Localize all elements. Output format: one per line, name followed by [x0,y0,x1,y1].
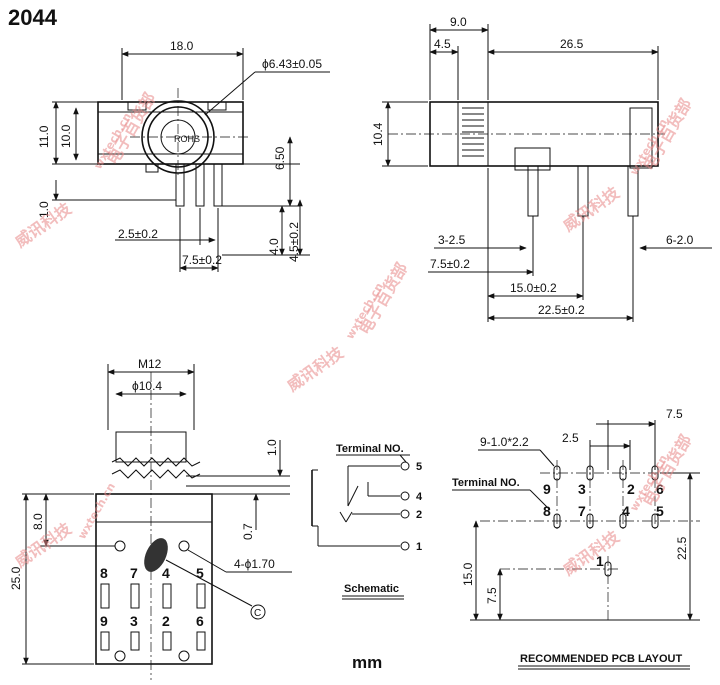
dim-side-9: 9.0 [450,15,467,29]
pcb-label-4: 4 [622,503,630,519]
front-pin-1 [175,163,185,207]
dim-thread: M12 [138,357,162,371]
bottom-terminal-2: 2 [162,613,170,629]
dim-pin-length-b: 4.5±0.2 [287,222,301,262]
dim-pin-pitch-b: 7.5±0.2 [182,253,222,267]
bottom-view: 8 7 4 5 9 3 2 6 M12 ϕ10.4 1.0 0.7 8.0 [9,357,292,680]
pcb-label-6: 6 [656,481,664,497]
dim-side-height: 10.4 [371,122,385,146]
schematic-terminal-2 [400,509,410,519]
watermark-layer: 威讯科技 wxtech.cn 电子百货部 威讯科技 wxtech.cn 电子百货… [11,89,695,579]
dim-side-26-5: 26.5 [560,37,584,51]
bottom-terminal-4: 4 [162,565,170,581]
mount-hole-3 [114,650,126,662]
bottom-body-outline [95,493,213,665]
schematic-label-1: 1 [416,541,422,553]
dim-mount-holes: 4-ϕ1.70 [234,557,275,571]
dim-side-22-5: 22.5±0.2 [538,303,585,317]
dim-side-7-5: 7.5±0.2 [430,257,470,271]
schematic-label-5: 5 [416,461,422,473]
schematic-label-4: 4 [416,491,423,503]
front-tab-right [207,101,227,111]
dim-side-4-5: 4.5 [434,37,451,51]
bottom-terminal-7: 7 [130,565,138,581]
pcb-label-5: 5 [656,503,664,519]
schematic-label-2: 2 [416,509,422,521]
pcb-dim-22-5: 22.5 [675,536,689,560]
dim-side-6-2-0: 6-2.0 [666,233,694,247]
schematic-terminal-4 [400,491,410,501]
bottom-terminal-6: 6 [196,613,204,629]
dim-bottom-diameter: ϕ10.4 [132,379,162,393]
dim-side-15: 15.0±0.2 [510,281,557,295]
front-tab-left [127,101,147,111]
side-view: 9.0 4.5 26.5 10.4 3-2.5 6-2.0 7.5±0.2 15… [371,15,712,322]
bottom-terminal-9: 9 [100,613,108,629]
pcb-caption: RECOMMENDED PCB LAYOUT [520,653,682,665]
dim-pin-length-a: 4.0 [267,238,281,255]
side-pin-1 [527,165,539,217]
dim-front-bottom-gap: 1.0 [37,201,51,218]
dim-front-height-outer: 11.0 [37,125,51,148]
pcb-label-2: 2 [627,481,635,497]
schematic-header: Terminal NO. [336,443,404,455]
pcb-layout: 7.5 2.5 9-1.0*2.2 Terminal NO. 9 3 2 6 8… [452,407,700,670]
schematic-terminal-5 [400,461,410,471]
pcb-label-3: 3 [578,481,586,497]
watermark-brand-5: 威讯科技 [559,526,623,579]
dim-bottom-25-0: 25.0 [9,566,23,590]
pcb-hole-spec: 9-1.0*2.2 [480,435,529,449]
bottom-terminal-5: 5 [196,565,204,581]
pcb-label-1: 1 [596,553,604,569]
bottom-thread [111,457,201,467]
dim-bottom-1-0: 1.0 [265,439,279,456]
dim-front-height-inner: 10.0 [59,124,73,148]
pcb-dim-2-5: 2.5 [562,431,579,445]
front-pin-2 [195,163,205,207]
bottom-terminal-3: 3 [130,613,138,629]
schematic-terminal-1 [400,541,410,551]
pcb-dim-7-5: 7.5 [666,407,683,421]
spring-contact [144,538,168,572]
watermark-brand-2: 威讯科技 [283,342,347,395]
pcb-dim-7-5-v: 7.5 [485,587,499,604]
unit-label: mm [352,653,382,672]
schematic-caption: Schematic [344,583,399,595]
front-view: ROHS 18.0 ϕ6.43±0.05 11.0 10.0 1.0 6.50 [37,39,330,272]
watermark-brand-3: 威讯科技 [559,182,623,235]
callout-c-circle [250,604,266,620]
dim-side-3-2-5: 3-2.5 [438,233,466,247]
svg-text:ROHS: ROHS [174,134,200,144]
pcb-dim-15: 15.0 [461,562,475,586]
mount-hole-2 [178,540,190,552]
part-number: 2044 [8,5,58,30]
mount-hole-4 [178,650,190,662]
bottom-terminal-8: 8 [100,565,108,581]
dim-center-height: 6.50 [273,146,287,170]
pcb-label-7: 7 [578,503,586,519]
dim-front-diameter: ϕ6.43±0.05 [262,57,322,71]
mount-hole-1 [114,540,126,552]
callout-c: C [254,608,261,619]
dim-bottom-8-0: 8.0 [31,513,45,530]
dim-bottom-0-7: 0.7 [241,523,255,540]
front-pin-3 [213,163,223,207]
schematic: Terminal NO. 5 4 2 1 Schematic [311,443,423,600]
pcb-terminal-label: Terminal NO. [452,477,520,489]
pcb-label-8: 8 [543,503,551,519]
pcb-label-9: 9 [543,481,551,497]
dim-pin-pitch-a: 2.5±0.2 [118,227,158,241]
dim-front-width: 18.0 [170,39,194,53]
